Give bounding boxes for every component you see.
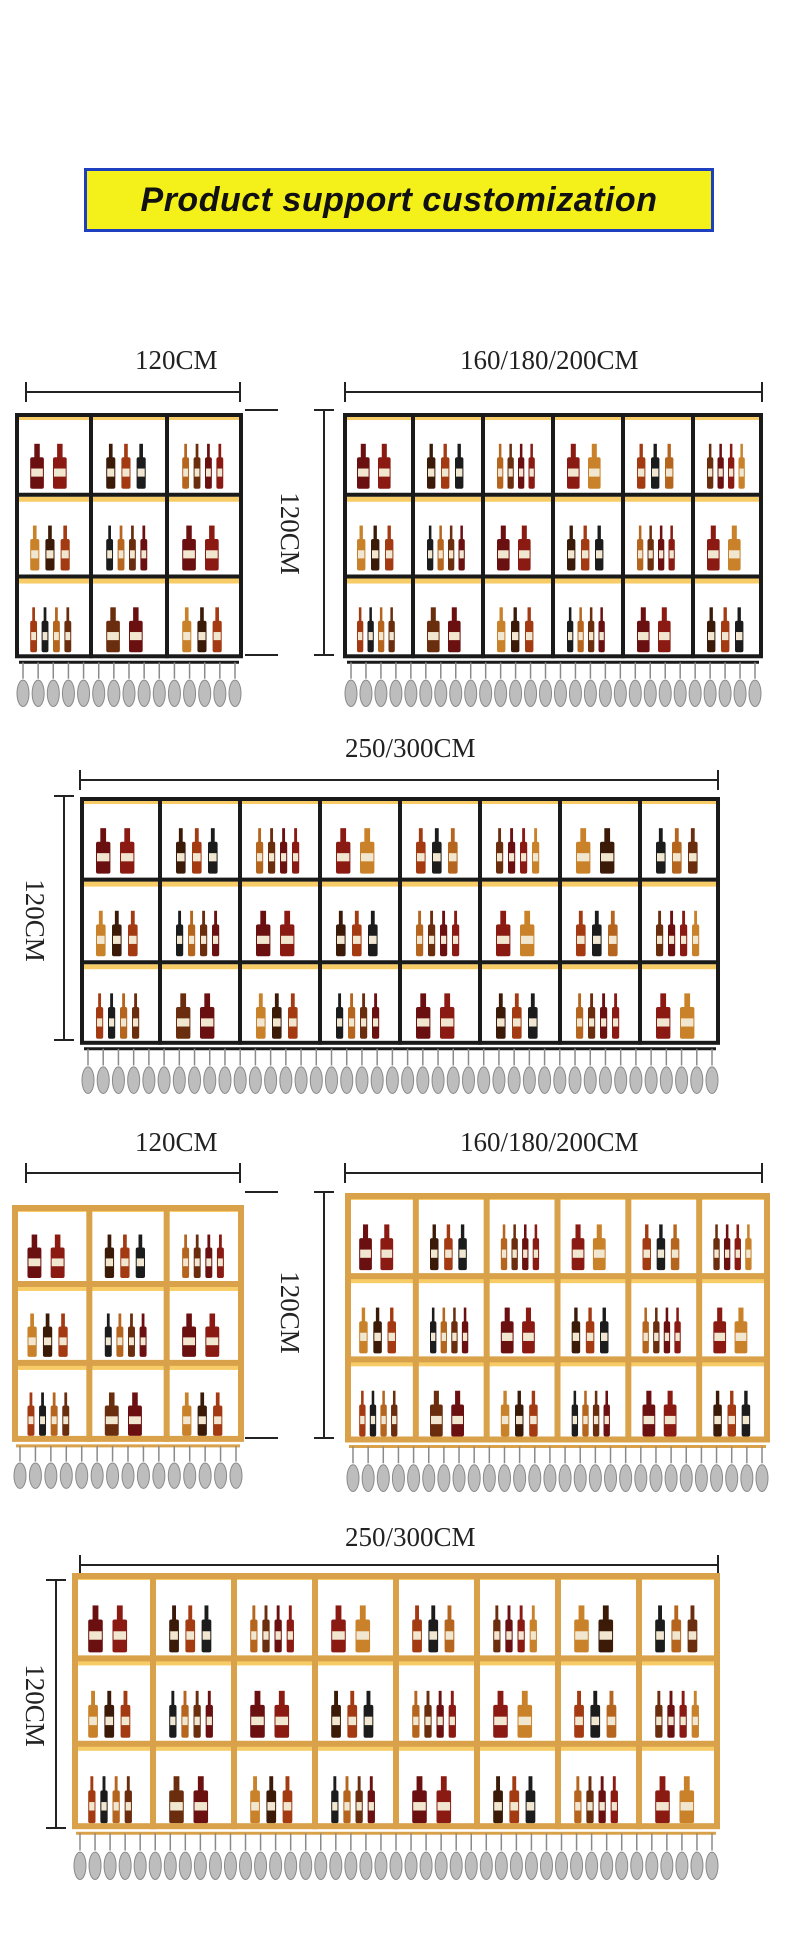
wine-rack-gold-250 xyxy=(72,1573,720,1881)
banner-text: Product support customization xyxy=(140,180,658,219)
wine-rack-gold-120 xyxy=(12,1205,244,1489)
wine-rack-gold-160 xyxy=(345,1193,770,1492)
wine-rack-black-120 xyxy=(15,413,243,707)
width-label-gold-250: 250/300CM xyxy=(345,1522,476,1552)
width-label-black-120: 120CM xyxy=(135,345,218,375)
wine-rack-black-160 xyxy=(343,413,763,707)
width-label-gold-160: 160/180/200CM xyxy=(460,1127,639,1157)
customization-banner: Product support customization xyxy=(84,168,714,232)
width-label-black-250: 250/300CM xyxy=(345,733,476,763)
width-label-gold-120: 120CM xyxy=(135,1127,218,1157)
wine-rack-black-250 xyxy=(80,797,720,1094)
width-label-black-160: 160/180/200CM xyxy=(460,345,639,375)
